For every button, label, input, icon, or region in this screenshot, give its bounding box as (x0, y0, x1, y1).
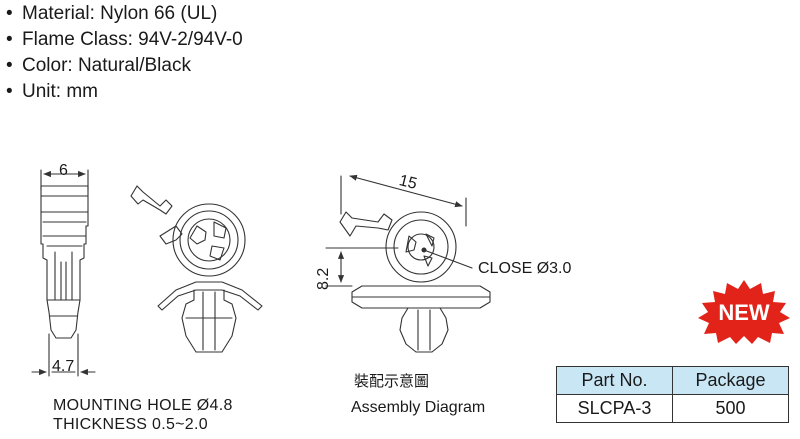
spec-list: •Material: Nylon 66 (UL) •Flame Class: 9… (6, 1, 243, 105)
bullet: • (6, 29, 13, 50)
table-row: SLCPA-3 500 (556, 394, 789, 423)
table-header-row: Part No. Package (556, 366, 789, 395)
spec-unit: •Unit: mm (6, 79, 243, 105)
bullet: • (6, 55, 13, 76)
front-view (130, 185, 263, 353)
mounting-hole-text: MOUNTING HOLE Ø4.8 (53, 397, 233, 414)
spec-material: •Material: Nylon 66 (UL) (6, 1, 243, 27)
bullet: • (6, 81, 13, 102)
side-view (31, 169, 96, 377)
package-table: Part No. Package SLCPA-3 500 (556, 366, 789, 423)
new-badge-icon: NEW (698, 280, 790, 344)
mounting-caption: MOUNTING HOLE Ø4.8 THICKNESS 0.5~2.0 (53, 396, 233, 434)
dim-width-bottom: 4.7 (52, 358, 75, 375)
table-cell-part-no: SLCPA-3 (556, 394, 673, 423)
close-diameter-label: CLOSE Ø3.0 (478, 260, 572, 277)
bullet: • (6, 3, 13, 24)
table-header-part-no: Part No. (556, 366, 673, 395)
assembly-title-chinese: 裝配示意圖 (354, 372, 430, 390)
spec-flame-class: •Flame Class: 94V-2/94V-0 (6, 27, 243, 53)
table-header-package: Package (672, 366, 789, 395)
table-cell-package: 500 (672, 394, 789, 423)
thickness-text: THICKNESS 0.5~2.0 (53, 416, 208, 433)
dim-height: 8.2 (315, 267, 332, 290)
spec-color: •Color: Natural/Black (6, 53, 243, 79)
new-badge-text: NEW (718, 300, 770, 325)
assembly-title-english: Assembly Diagram (351, 399, 486, 416)
assembly-view (325, 174, 491, 353)
dim-width-top: 6 (59, 162, 68, 179)
